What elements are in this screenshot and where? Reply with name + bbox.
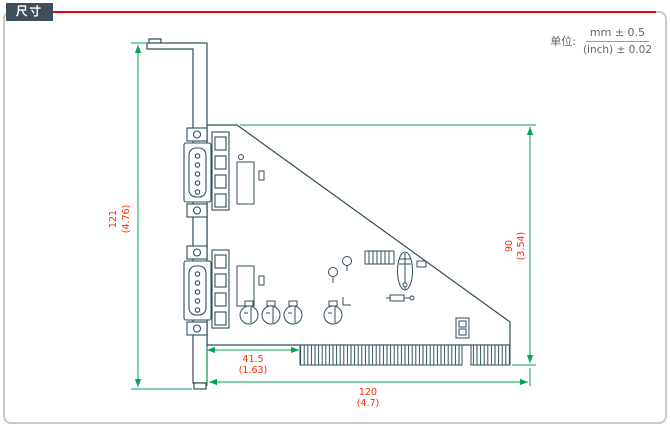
pin-icon bbox=[194, 180, 201, 186]
connector-footprint bbox=[211, 249, 230, 329]
cap-icon bbox=[238, 154, 244, 160]
footprint-slot bbox=[214, 174, 227, 189]
units-tolerance: mm ± 0.5 (inch) ± 0.02 bbox=[583, 26, 652, 56]
units-label: 单位: bbox=[550, 35, 576, 48]
dimension-edge-offset: 41.5 (1.63) bbox=[207, 346, 299, 376]
connector-footprint bbox=[211, 131, 230, 211]
footprint-slot bbox=[214, 292, 227, 307]
footprint-slot bbox=[214, 193, 227, 208]
screw-hole-icon bbox=[192, 248, 202, 257]
pin-icon bbox=[194, 189, 201, 195]
screw-hole-icon bbox=[192, 324, 202, 333]
pin-icon bbox=[194, 171, 201, 177]
electrolytic-capacitor bbox=[323, 300, 343, 325]
db9-connector-bottom bbox=[183, 245, 230, 336]
pcb-components bbox=[236, 154, 470, 339]
trace-mark bbox=[342, 297, 351, 306]
oscillator-component bbox=[397, 251, 413, 291]
units-inch: (inch) ± 0.02 bbox=[582, 44, 652, 56]
dip-footprint bbox=[364, 250, 395, 265]
electrolytic-capacitor bbox=[239, 300, 259, 325]
pin-icon bbox=[194, 153, 201, 159]
edge-connector-fingers bbox=[299, 344, 511, 366]
dim-120-inch: (4.7) bbox=[357, 398, 380, 409]
small-component bbox=[416, 260, 427, 268]
units-note: 单位: mm ± 0.5 (inch) ± 0.02 bbox=[550, 26, 652, 56]
bracket-foot bbox=[193, 382, 207, 390]
db9-connector-top bbox=[183, 127, 230, 218]
finger-group-long bbox=[299, 344, 463, 366]
dimension-bracket-height: 121 (4.76) bbox=[108, 42, 192, 390]
pin-icon bbox=[194, 162, 201, 168]
dimension-board-length: 120 (4.7) bbox=[206, 347, 531, 409]
small-component bbox=[258, 275, 265, 286]
dimension-board-height: 90 (3.54) bbox=[240, 124, 536, 366]
footprint-slot bbox=[214, 273, 227, 288]
dim-121-inch: (4.76) bbox=[121, 205, 132, 234]
accent-red-line bbox=[50, 11, 656, 13]
pin-icon bbox=[194, 307, 201, 313]
small-capacitor bbox=[328, 267, 338, 283]
ic-chip bbox=[236, 161, 255, 205]
small-capacitor bbox=[342, 256, 352, 271]
pin-icon bbox=[194, 298, 201, 304]
finger-group-short bbox=[470, 344, 511, 366]
footprint-slot bbox=[214, 254, 227, 269]
pin-icon bbox=[194, 271, 201, 277]
footprint-slot bbox=[214, 155, 227, 170]
pin-icon bbox=[194, 289, 201, 295]
dim-121-mm: 121 bbox=[108, 210, 119, 228]
jumper-block bbox=[455, 317, 470, 339]
units-mm: mm ± 0.5 bbox=[585, 26, 650, 42]
footprint-slot bbox=[214, 311, 227, 326]
dim-90-mm: 90 bbox=[504, 240, 515, 252]
dim-120-mm: 120 bbox=[359, 387, 377, 398]
dim-41-5-mm: 41.5 bbox=[242, 354, 263, 365]
pin-icon bbox=[194, 280, 201, 286]
small-component bbox=[258, 170, 265, 181]
dim-90-inch: (3.54) bbox=[516, 232, 527, 261]
screw-hole-icon bbox=[192, 130, 202, 139]
electrolytic-capacitor bbox=[261, 300, 281, 325]
resistor-component bbox=[386, 294, 415, 302]
footprint-slot bbox=[214, 136, 227, 151]
page-title: 尺寸 bbox=[6, 3, 53, 21]
screw-hole-icon bbox=[192, 206, 202, 215]
bracket-top-notch bbox=[148, 38, 162, 43]
dim-41-5-inch: (1.63) bbox=[239, 365, 268, 376]
ic-chip bbox=[236, 265, 255, 307]
electrolytic-capacitor bbox=[283, 300, 303, 325]
